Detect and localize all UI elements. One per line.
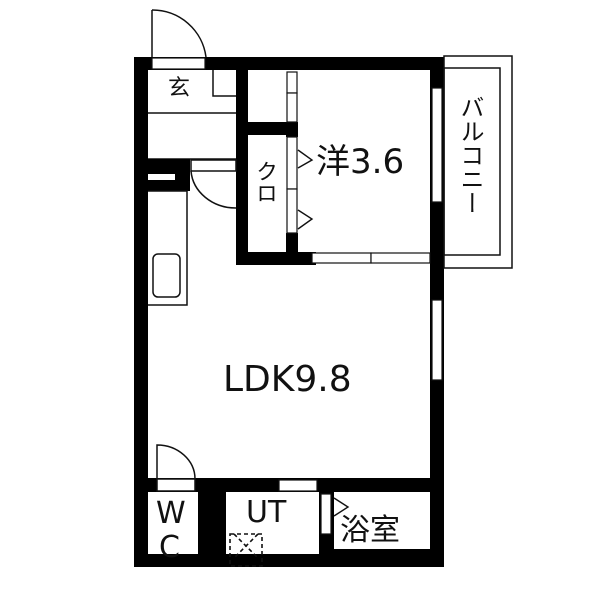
bath-door bbox=[320, 493, 332, 535]
ldk-window bbox=[431, 299, 443, 381]
washing-machine-icon bbox=[229, 533, 263, 567]
wall-slot bbox=[148, 174, 175, 180]
room-label-bath: 浴室 bbox=[340, 513, 400, 548]
bath-room bbox=[334, 492, 426, 549]
room-label-balcony: バルコニー bbox=[456, 95, 484, 215]
kitchen-counter bbox=[148, 190, 188, 306]
wc-door-icon bbox=[156, 444, 196, 492]
balcony-outline bbox=[443, 55, 513, 269]
room-label-genkan: 玄 bbox=[168, 76, 191, 101]
wc-room bbox=[148, 492, 198, 554]
kitchen-door-icon bbox=[190, 159, 237, 209]
ut-door bbox=[278, 479, 318, 492]
closet-door-arrow-icon bbox=[297, 149, 314, 230]
western-sliding-doors bbox=[311, 252, 431, 264]
ut-room bbox=[226, 492, 319, 554]
room-label-ut: UT bbox=[246, 495, 287, 530]
western-window bbox=[431, 87, 443, 203]
closet-doors bbox=[286, 136, 298, 234]
sink-icon bbox=[152, 253, 181, 298]
entrance-door-icon bbox=[151, 9, 207, 58]
bath-door-arrow-icon bbox=[333, 497, 350, 517]
entrance-door-opening bbox=[151, 57, 206, 70]
room-label-ldk: LDK9.8 bbox=[223, 359, 352, 400]
genkan-lines bbox=[148, 70, 236, 160]
wc-ut-wall bbox=[198, 492, 226, 554]
room-label-wc-c: C bbox=[159, 530, 180, 565]
sliding-panels-top bbox=[286, 71, 298, 123]
room-label-closet: クロ bbox=[252, 160, 277, 204]
room-label-western: 洋3.6 bbox=[316, 142, 405, 182]
room-label-wc-w: W bbox=[156, 496, 186, 531]
